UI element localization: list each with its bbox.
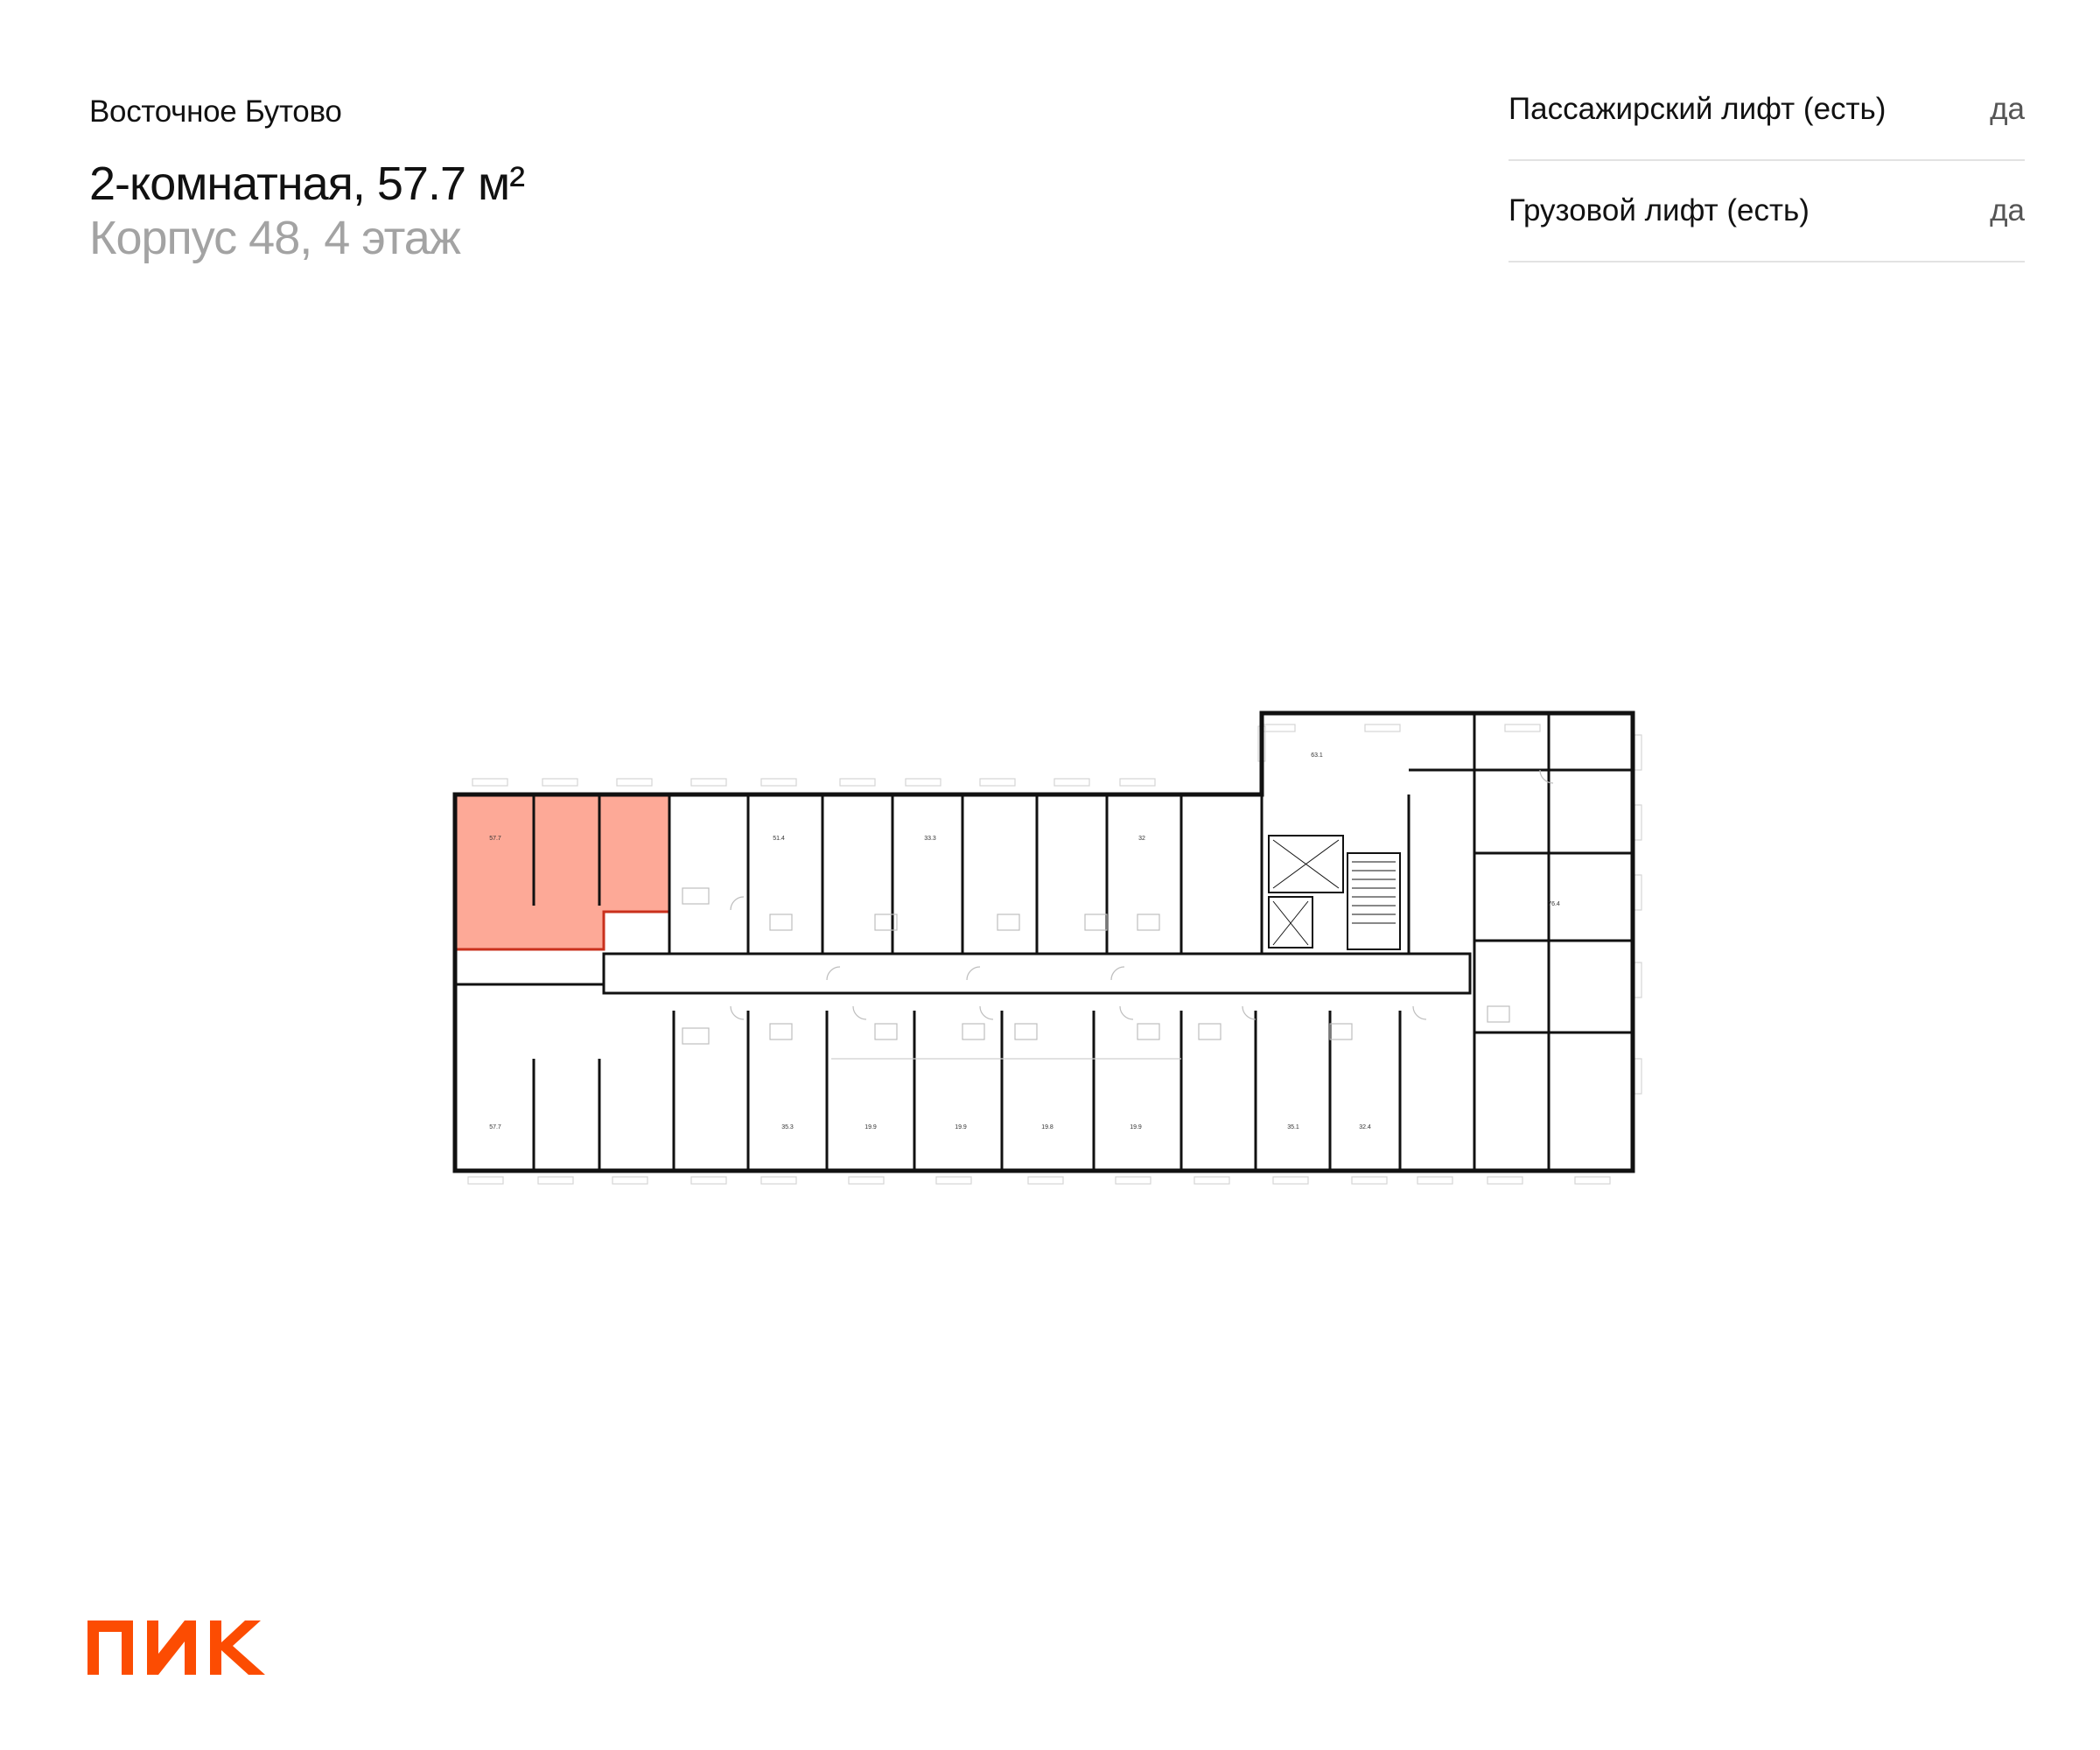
features-list: Пассажирский лифт (есть) да Грузовой лиф… bbox=[1508, 60, 2025, 262]
unit-area: 57.7 bbox=[489, 1124, 501, 1130]
unit-area: 35.1 bbox=[1287, 1124, 1299, 1130]
pik-logo bbox=[88, 1620, 268, 1675]
feature-value: да bbox=[1990, 92, 2025, 126]
unit-area: 19.9 bbox=[1130, 1124, 1142, 1130]
unit-area: 63.1 bbox=[1311, 752, 1323, 759]
unit-area-labels: 57.7 51.4 33.3 32 63.1 76.4 57.7 35.3 19… bbox=[489, 752, 1560, 1130]
unit-area: 19.9 bbox=[864, 1124, 877, 1130]
unit-area: 35.3 bbox=[781, 1124, 794, 1130]
window-marks bbox=[467, 724, 1642, 1185]
outer-walls bbox=[452, 710, 1635, 1173]
feature-freight-lift: Грузовой лифт (есть) да bbox=[1508, 161, 2025, 262]
unit-area: 57.7 bbox=[489, 836, 501, 842]
unit-area: 76.4 bbox=[1548, 901, 1560, 907]
selected-apartment[interactable] bbox=[453, 793, 671, 951]
district-name: Восточное Бутово bbox=[89, 94, 342, 129]
core-stairs-lifts bbox=[1268, 835, 1401, 950]
feature-label: Грузовой лифт (есть) bbox=[1508, 193, 1810, 228]
apartment-title: 2-комнатная, 57.7 м² bbox=[89, 158, 525, 210]
unit-area: 51.4 bbox=[773, 836, 785, 842]
feature-value: да bbox=[1990, 193, 2025, 228]
interior-walls bbox=[455, 713, 1633, 1172]
feature-label: Пассажирский лифт (есть) bbox=[1508, 92, 1886, 126]
feature-passenger-lift: Пассажирский лифт (есть) да bbox=[1508, 60, 2025, 161]
unit-area: 19.9 bbox=[955, 1124, 967, 1130]
unit-area: 33.3 bbox=[924, 836, 936, 842]
unit-area: 32.4 bbox=[1359, 1124, 1371, 1130]
unit-area: 19.8 bbox=[1041, 1124, 1054, 1130]
building-floor: Корпус 48, 4 этаж bbox=[89, 212, 461, 264]
unit-area: 32 bbox=[1138, 836, 1145, 842]
pik-logo-icon bbox=[88, 1620, 265, 1675]
fixtures bbox=[682, 769, 1554, 1045]
